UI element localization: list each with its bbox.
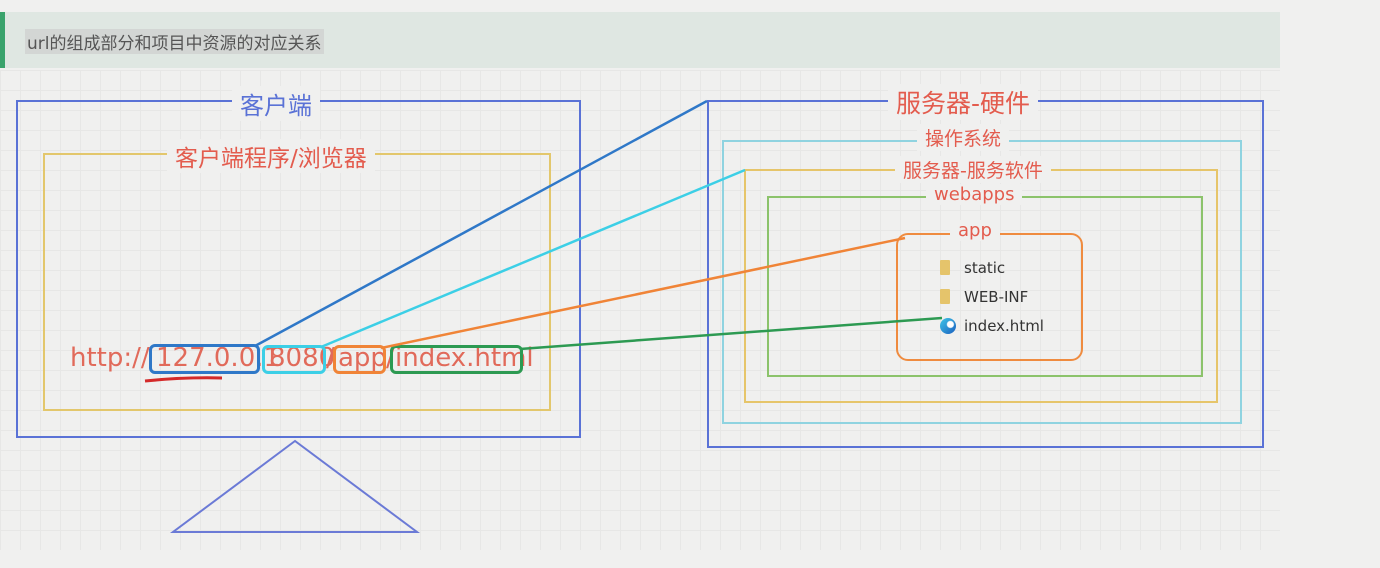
file-name: WEB-INF bbox=[964, 288, 1029, 306]
file-item-web-inf[interactable]: WEB-INF bbox=[940, 288, 1028, 306]
file-connector-line bbox=[519, 316, 943, 351]
file-name: index.html bbox=[964, 317, 1044, 335]
file-item-index-html[interactable]: index.html bbox=[940, 317, 1044, 335]
folder-icon bbox=[940, 289, 950, 304]
software-label: 服务器-服务软件 bbox=[895, 156, 1051, 183]
folder-icon bbox=[940, 260, 950, 275]
host-connector-line bbox=[254, 99, 708, 348]
app-highlight bbox=[333, 345, 386, 374]
app-connector-line bbox=[380, 236, 906, 350]
server-label: 服务器-硬件 bbox=[888, 84, 1039, 120]
monitor-stand bbox=[169, 439, 421, 533]
host-highlight bbox=[149, 344, 260, 374]
os-label: 操作系统 bbox=[917, 124, 1010, 151]
file-item-static[interactable]: static bbox=[940, 259, 1005, 277]
edge-browser-icon bbox=[940, 318, 956, 334]
app-label: app bbox=[950, 220, 1000, 241]
host-underline bbox=[144, 376, 223, 383]
url-file: index.html bbox=[395, 343, 534, 373]
title-bar: url的组成部分和项目中资源的对应关系 bbox=[0, 12, 1280, 68]
url-slash-1: / bbox=[326, 343, 335, 373]
file-highlight bbox=[390, 345, 523, 374]
client-label: 客户端 bbox=[232, 86, 320, 121]
url-scheme: http:// bbox=[70, 343, 150, 373]
webapps-label: webapps bbox=[926, 184, 1023, 205]
port-connector-line bbox=[320, 168, 746, 349]
url-app: app bbox=[338, 343, 387, 373]
file-name: static bbox=[964, 259, 1006, 277]
page-title: url的组成部分和项目中资源的对应关系 bbox=[25, 29, 324, 54]
port-highlight bbox=[262, 345, 326, 374]
browser-label: 客户端程序/浏览器 bbox=[167, 139, 375, 173]
